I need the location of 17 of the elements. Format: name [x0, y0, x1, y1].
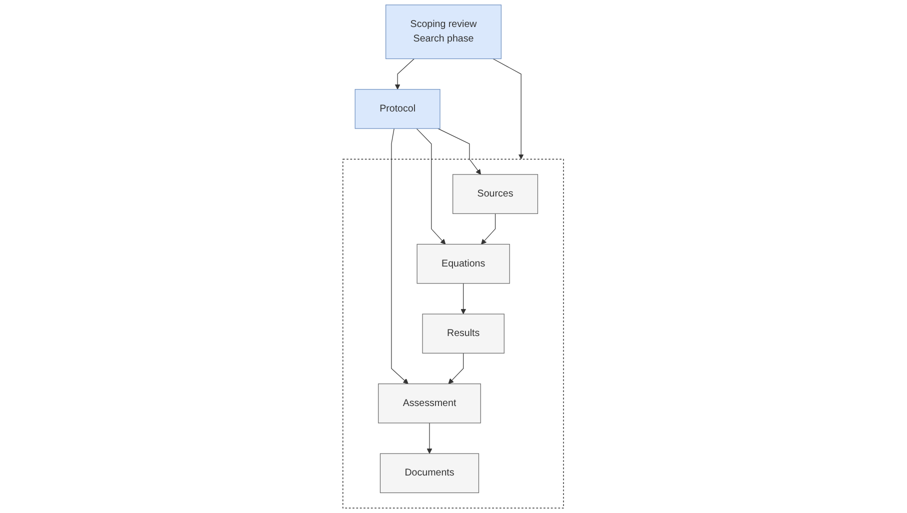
arrow: [492, 58, 524, 160]
arrow: [448, 352, 464, 384]
node-box: Results: [422, 314, 505, 354]
arrow: [391, 128, 409, 384]
node-box: Sources: [452, 174, 538, 214]
arrow: [438, 128, 482, 175]
node-box: Protocol: [355, 89, 441, 129]
arrow: [427, 422, 432, 454]
arrow: [460, 283, 466, 314]
arrow: [481, 213, 496, 244]
cluster: [342, 158, 564, 508]
node-box: Documents: [380, 453, 480, 494]
node-box: Assessment: [378, 384, 482, 424]
node-box: Equations: [417, 244, 510, 284]
arrow: [416, 128, 446, 244]
node-box: Scoping review Search phase: [386, 4, 502, 60]
arrow: [395, 58, 415, 90]
